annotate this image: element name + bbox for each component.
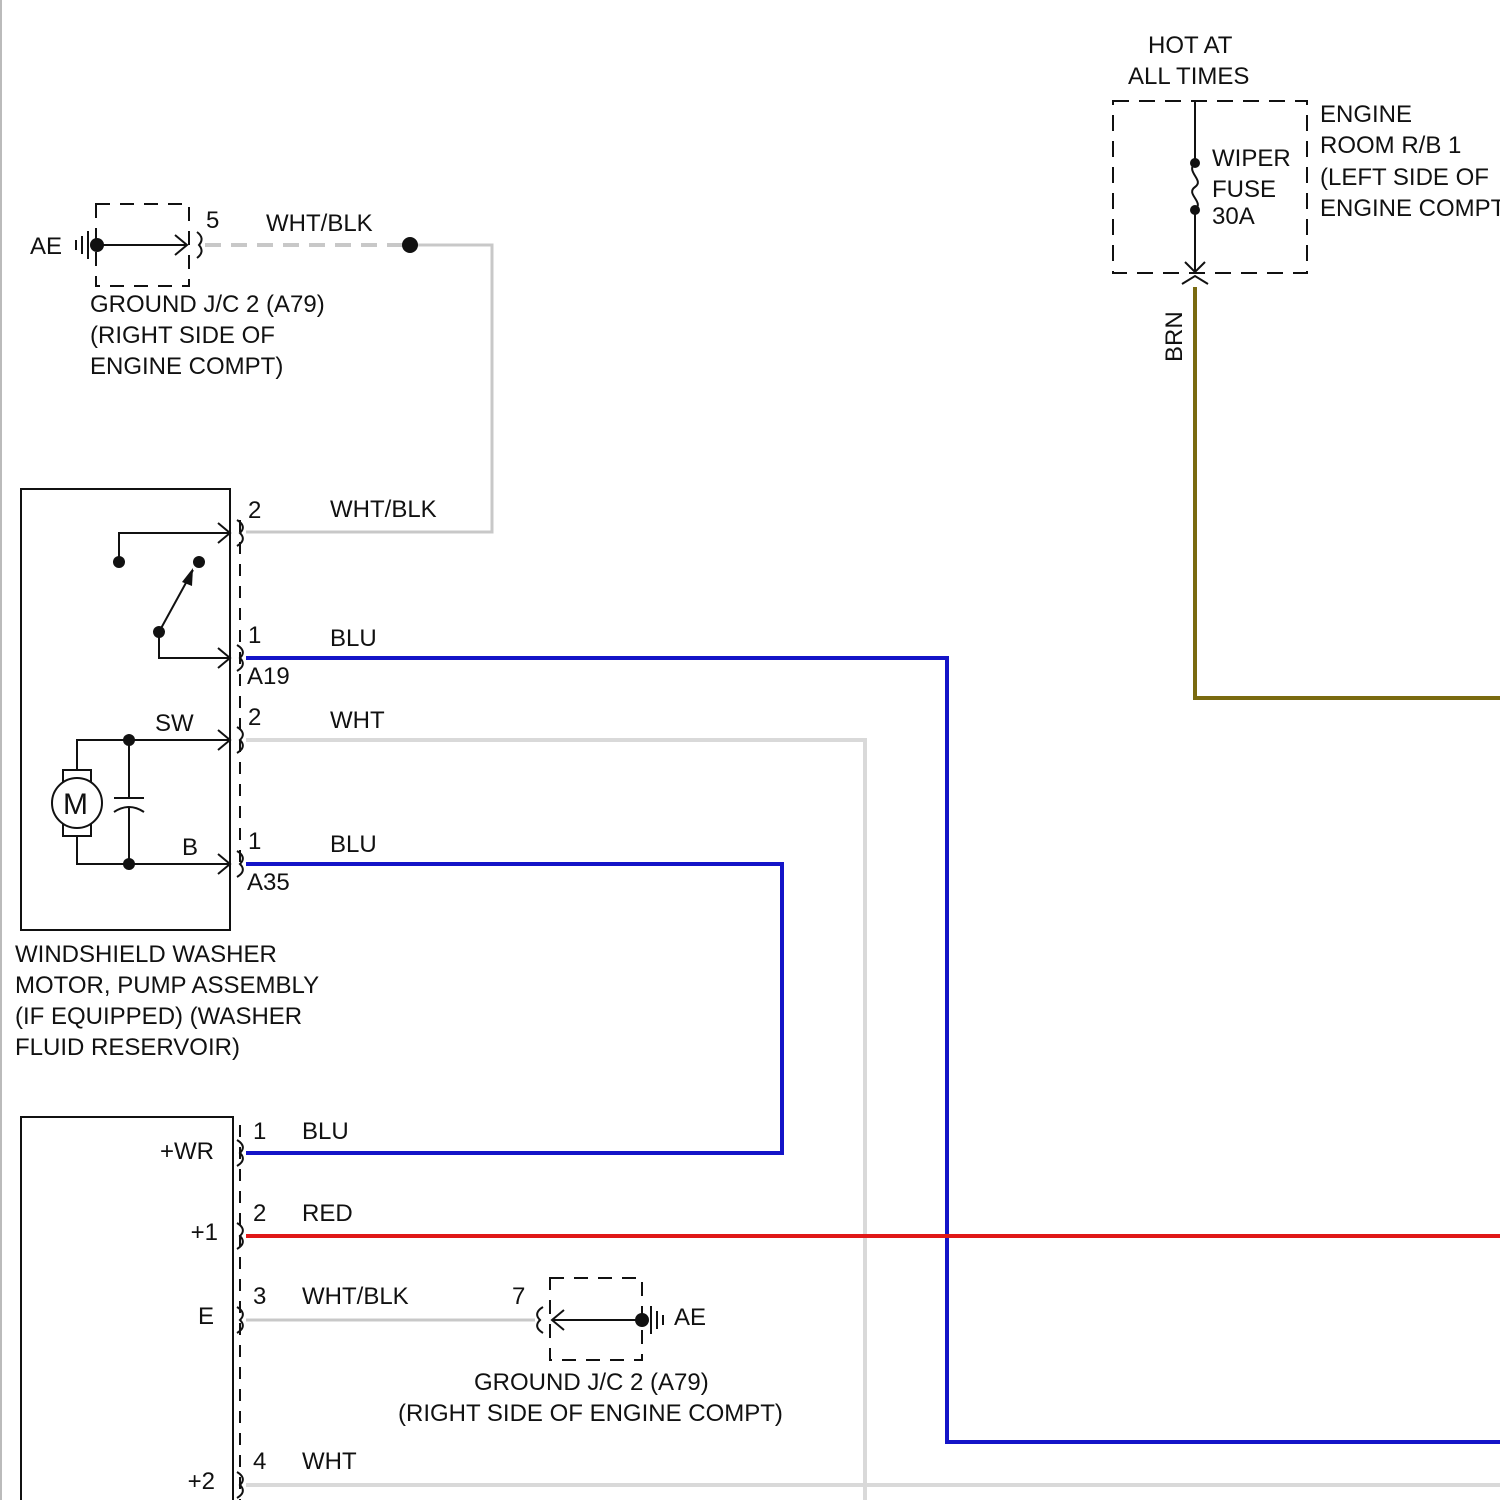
fuse-label-1: WIPER xyxy=(1212,145,1291,172)
terminal-plus2: +2 xyxy=(188,1468,215,1495)
relay-box-outline xyxy=(1113,101,1307,273)
ground-bottom-caption-1: GROUND J/C 2 (A79) xyxy=(474,1369,709,1396)
ground-top-ae-label: AE xyxy=(30,233,62,260)
ground-bottom-connector-icon xyxy=(537,1307,543,1333)
connector-lower-4-icon xyxy=(237,1472,243,1498)
washer-motor-assembly: M 2 WHT/BLK 1 BLU A19 SW 2 WHT B 1 BLU A… xyxy=(15,489,437,1061)
wire-label-lower-4: WHT xyxy=(302,1448,357,1475)
lower-component: +WR +1 E +2 1 2 3 4 BLU RED WHT/BLK WHT xyxy=(21,1117,409,1500)
junction-dot xyxy=(402,237,418,253)
pin-a35-1: 1 xyxy=(248,828,261,855)
wire-blu-a19-1 xyxy=(246,658,1500,1442)
switch-blade-arrow-icon xyxy=(182,568,193,586)
switch-contact-2 xyxy=(193,556,205,568)
terminal-wr: +WR xyxy=(160,1138,214,1165)
all-times-label: ALL TIMES xyxy=(1128,63,1249,90)
relay-box-label-2: ROOM R/B 1 xyxy=(1320,132,1461,159)
connector-a19-1-icon xyxy=(237,645,243,671)
pin-a19-2: 2 xyxy=(248,497,261,524)
fuse-connector-chevron-icon xyxy=(1182,276,1208,284)
washer-caption-1: WINDSHIELD WASHER xyxy=(15,941,277,968)
ground-top-caption-1: GROUND J/C 2 (A79) xyxy=(90,291,325,318)
terminal-e: E xyxy=(198,1303,214,1330)
ground-bottom: 7 AE GROUND J/C 2 (A79) (RIGHT SIDE OF E… xyxy=(398,1278,783,1427)
ground-bottom-pin: 7 xyxy=(512,1283,525,1310)
fuse-icon xyxy=(1192,163,1198,210)
fuse-label-2: FUSE xyxy=(1212,176,1276,203)
pin-a19-1: 1 xyxy=(248,622,261,649)
wires xyxy=(205,245,1500,1500)
ground-top: AE 5 WHT/BLK GROUND J/C 2 (A79) (RIGHT S… xyxy=(30,204,418,380)
pin-lower-3: 3 xyxy=(253,1283,266,1310)
motor-label: M xyxy=(63,788,88,821)
capacitor-dot-bottom xyxy=(123,858,135,870)
ground-top-wire-label: WHT/BLK xyxy=(266,210,373,237)
ground-bottom-caption-2: (RIGHT SIDE OF ENGINE COMPT) xyxy=(398,1400,783,1427)
capacitor-dot-top xyxy=(123,734,135,746)
hot-at-label: HOT AT xyxy=(1148,32,1233,59)
ground-bottom-dot xyxy=(635,1313,649,1327)
washer-caption-4: FLUID RESERVOIR) xyxy=(15,1034,240,1061)
wire-brn xyxy=(1195,287,1500,698)
relay-box-label-4: ENGINE COMPT xyxy=(1320,195,1500,222)
connector-label-a19: A19 xyxy=(247,663,290,690)
ground-top-connector-icon xyxy=(197,232,202,258)
switch-line-bottom xyxy=(159,632,230,658)
wire-blu-a35-1 xyxy=(246,864,782,1153)
ground-bottom-ae-label: AE xyxy=(674,1304,706,1331)
wire-label-a19-1: BLU xyxy=(330,625,377,652)
switch-contact-1 xyxy=(113,556,125,568)
pin-lower-2: 2 xyxy=(253,1200,266,1227)
pin-lower-4: 4 xyxy=(253,1448,266,1475)
wire-wht-blk-a19-2 xyxy=(246,245,492,532)
motor-line-top xyxy=(77,740,230,770)
wire-label-a19-2: WHT/BLK xyxy=(330,496,437,523)
fuse-label-3: 30A xyxy=(1212,203,1255,230)
wire-label-a35-2: WHT xyxy=(330,707,385,734)
washer-caption-2: MOTOR, PUMP ASSEMBLY xyxy=(15,972,319,999)
relay-box-label-1: ENGINE xyxy=(1320,101,1412,128)
ground-top-pin: 5 xyxy=(206,207,219,234)
pin-a35-2: 2 xyxy=(248,704,261,731)
ground-top-caption-3: ENGINE COMPT) xyxy=(90,353,283,380)
relay-block: HOT AT ALL TIMES WIPER FUSE 30A ENGINE R… xyxy=(1113,32,1500,362)
connector-lower-1-icon xyxy=(237,1140,243,1166)
switch-line-top xyxy=(119,533,230,562)
wire-label-lower-3: WHT/BLK xyxy=(302,1283,409,1310)
washer-caption-3: (IF EQUIPPED) (WASHER xyxy=(15,1003,302,1030)
pin-lower-1: 1 xyxy=(253,1118,266,1145)
wire-label-lower-2: RED xyxy=(302,1200,353,1227)
ground-top-caption-2: (RIGHT SIDE OF xyxy=(90,322,275,349)
terminal-plus1: +1 xyxy=(191,1219,218,1246)
label-b: B xyxy=(182,834,198,861)
motor-line-bottom xyxy=(77,836,230,864)
wire-label-lower-1: BLU xyxy=(302,1118,349,1145)
wire-label-brn: BRN xyxy=(1161,311,1188,362)
label-sw: SW xyxy=(155,710,194,737)
relay-box-label-3: (LEFT SIDE OF xyxy=(1320,164,1489,191)
connector-label-a35: A35 xyxy=(247,869,290,896)
wire-label-a35-1: BLU xyxy=(330,831,377,858)
